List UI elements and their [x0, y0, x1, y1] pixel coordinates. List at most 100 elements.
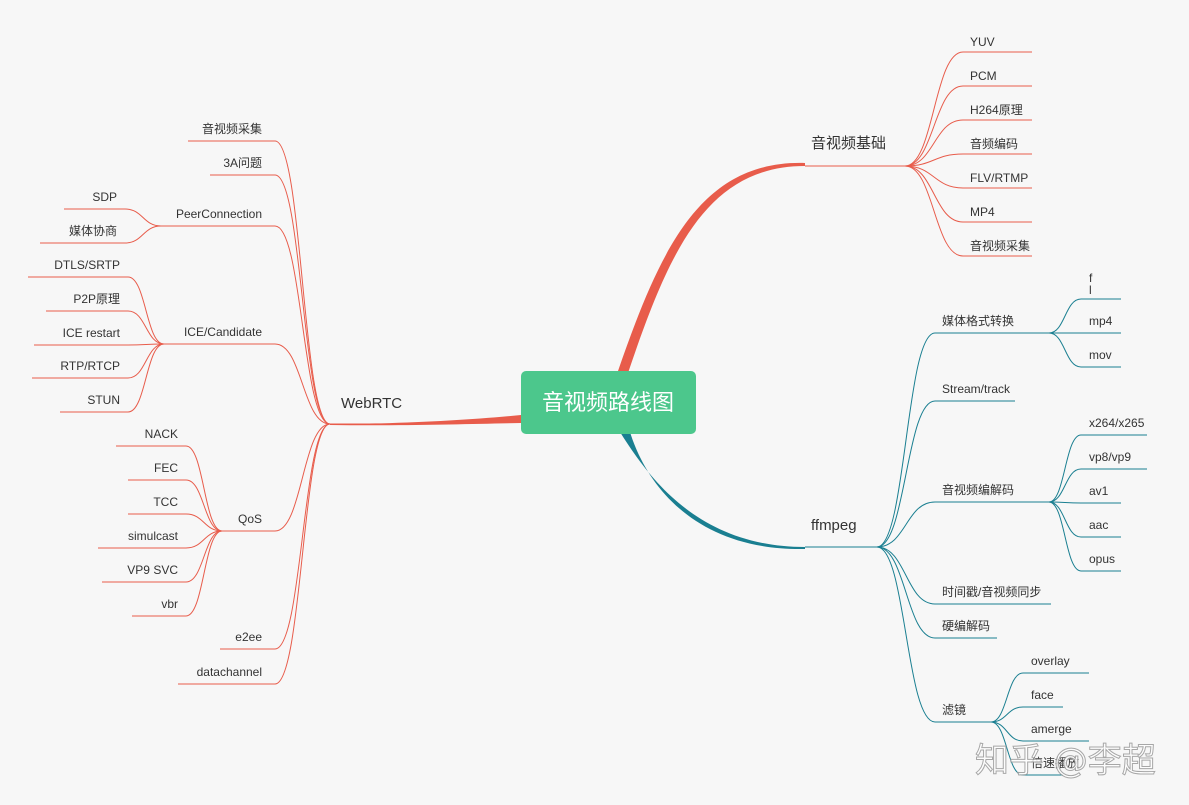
ffmpeg-child-connector — [876, 546, 936, 639]
webrtc-child-node[interactable]: e2ee — [235, 630, 262, 644]
leaf-node[interactable]: 音视频采集 — [970, 238, 1030, 253]
ffmpeg-leaf-connector — [1048, 501, 1082, 538]
ffmpeg-leaf-node[interactable]: av1 — [1089, 484, 1109, 498]
ffmpeg-leaf-node[interactable]: 倍速播放 — [1031, 755, 1079, 770]
leaf-connector — [904, 85, 964, 167]
branch-basics-label[interactable]: 音视频基础 — [811, 135, 886, 152]
webrtc-leaf-node[interactable]: DTLS/SRTP — [54, 258, 120, 272]
ffmpeg-leaf-node[interactable]: face — [1031, 688, 1054, 702]
ffmpeg-leaf-connector — [1048, 332, 1082, 368]
leaf-node[interactable]: H264原理 — [970, 103, 1023, 117]
leaf-node[interactable]: 音频编码 — [970, 136, 1018, 151]
webrtc-leaf-node[interactable]: simulcast — [128, 529, 179, 543]
ffmpeg-leaf-node[interactable]: overlay — [1031, 654, 1070, 668]
branch-webrtc-connector — [330, 415, 521, 426]
branch-ffmpeg-label[interactable]: ffmpeg — [811, 517, 857, 534]
ffmpeg-child-node[interactable]: 硬编解码 — [942, 618, 990, 633]
leaf-connector — [904, 119, 964, 167]
webrtc-leaf-node[interactable]: RTP/RTCP — [60, 359, 120, 373]
webrtc-child-node[interactable]: datachannel — [197, 665, 262, 679]
webrtc-leaf-node[interactable]: TCC — [153, 495, 178, 509]
webrtc-child-node[interactable]: QoS — [238, 512, 262, 526]
webrtc-leaf-connector — [185, 479, 223, 532]
webrtc-child-node[interactable]: PeerConnection — [176, 207, 262, 221]
webrtc-child-connector — [274, 174, 331, 425]
webrtc-child-node[interactable]: ICE/Candidate — [184, 325, 262, 339]
ffmpeg-leaf-connector — [990, 672, 1024, 723]
ffmpeg-leaf-connector — [1048, 298, 1082, 334]
webrtc-leaf-node[interactable]: P2P原理 — [73, 292, 120, 306]
webrtc-leaf-connector — [124, 225, 162, 244]
leaf-node[interactable]: PCM — [970, 69, 997, 83]
leaf-connector — [904, 165, 964, 223]
webrtc-child-connector — [274, 423, 331, 685]
ffmpeg-leaf-node[interactable]: mov — [1089, 348, 1112, 362]
leaf-connector — [904, 153, 964, 167]
ffmpeg-child-connector — [876, 546, 936, 605]
ffmpeg-leaf-connector — [1048, 501, 1082, 504]
ffmpeg-leaf-node[interactable]: x264/x265 — [1089, 416, 1145, 430]
webrtc-leaf-connector — [185, 530, 223, 617]
webrtc-leaf-connector — [124, 208, 162, 227]
ffmpeg-leaf-connector — [1048, 468, 1082, 503]
webrtc-leaf-node[interactable]: STUN — [87, 393, 120, 407]
webrtc-child-connector — [274, 423, 331, 650]
ffmpeg-leaf-node[interactable]: amerge — [1031, 722, 1072, 736]
webrtc-leaf-node[interactable]: VP9 SVC — [127, 563, 178, 577]
ffmpeg-leaf-node[interactable]: mp4 — [1089, 314, 1113, 328]
ffmpeg-leaf-node[interactable]: aac — [1089, 518, 1108, 532]
leaf-node[interactable]: YUV — [970, 35, 995, 49]
webrtc-leaf-connector — [127, 276, 165, 345]
connector-layer — [28, 51, 1147, 776]
webrtc-leaf-connector — [127, 343, 165, 413]
ffmpeg-child-connector — [876, 501, 936, 548]
leaf-connector — [904, 165, 964, 189]
watermark: 知乎 @李超 — [975, 741, 1156, 781]
root-node-box — [521, 371, 696, 434]
webrtc-leaf-connector — [127, 343, 165, 346]
webrtc-child-connector — [274, 225, 331, 425]
ffmpeg-child-node[interactable]: 滤镜 — [942, 702, 966, 717]
ffmpeg-leaf-connector — [990, 721, 1024, 776]
webrtc-child-connector — [274, 140, 331, 425]
webrtc-leaf-connector — [185, 513, 223, 532]
leaf-node[interactable]: FLV/RTMP — [970, 171, 1028, 185]
ffmpeg-leaf-connector — [1048, 434, 1082, 503]
webrtc-child-connector — [274, 423, 331, 532]
leaf-connector — [904, 165, 964, 257]
webrtc-leaf-node[interactable]: vbr — [161, 597, 178, 611]
webrtc-child-connector — [274, 343, 331, 425]
webrtc-leaf-connector — [185, 445, 223, 532]
ffmpeg-leaf-node[interactable]: opus — [1089, 552, 1115, 566]
root-node[interactable]: 音视频路线图 — [521, 371, 696, 434]
leaf-node[interactable]: MP4 — [970, 205, 995, 219]
branch-basics-connector — [618, 162, 805, 373]
webrtc-leaf-node[interactable]: ICE restart — [63, 326, 121, 340]
webrtc-child-node[interactable]: 音视频采集 — [202, 121, 262, 136]
webrtc-leaf-node[interactable]: SDP — [92, 190, 117, 204]
ffmpeg-child-node[interactable]: 媒体格式转换 — [942, 313, 1014, 328]
webrtc-leaf-node[interactable]: 媒体协商 — [69, 223, 117, 238]
webrtc-leaf-node[interactable]: FEC — [154, 461, 178, 475]
leaf-connector — [904, 51, 964, 167]
root-node-label: 音视频路线图 — [542, 390, 674, 415]
branch-webrtc-label[interactable]: WebRTC — [341, 395, 402, 412]
webrtc-leaf-node[interactable]: NACK — [145, 427, 178, 441]
ffmpeg-leaf-connector — [990, 721, 1024, 742]
ffmpeg-child-connector — [876, 332, 936, 548]
webrtc-leaf-connector — [127, 310, 165, 345]
ffmpeg-child-node[interactable]: Stream/track — [942, 382, 1011, 396]
ffmpeg-leaf-node[interactable]: vp8/vp9 — [1089, 450, 1131, 464]
webrtc-leaf-connector — [185, 530, 223, 583]
webrtc-leaf-connector — [127, 343, 165, 379]
ffmpeg-child-node[interactable]: 时间戳/音视频同步 — [942, 584, 1041, 599]
webrtc-child-node[interactable]: 3A问题 — [223, 156, 262, 170]
ffmpeg-child-connector — [876, 546, 936, 723]
branch-ffmpeg-connector — [620, 432, 805, 550]
ffmpeg-leaf-connector — [990, 706, 1024, 723]
ffmpeg-child-node[interactable]: 音视频编解码 — [942, 482, 1014, 497]
